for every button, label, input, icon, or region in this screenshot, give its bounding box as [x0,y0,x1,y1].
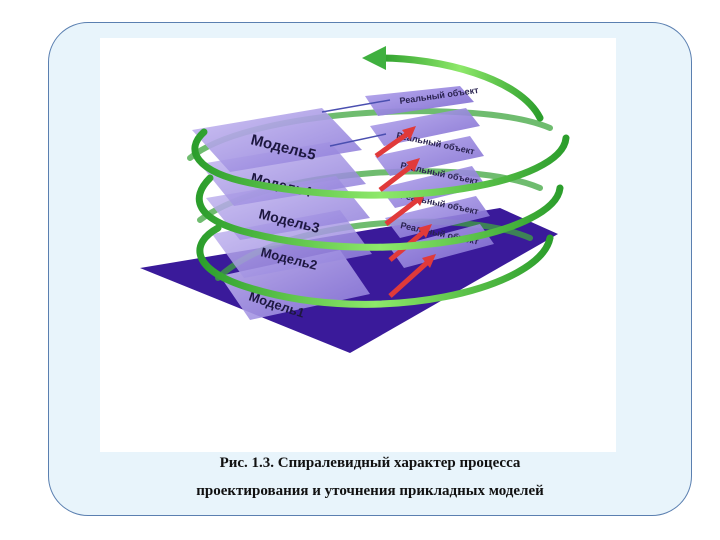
spiral-model-figure: Модель1 Модель2 Модель3 Модель4 Модель5 … [100,38,616,452]
spiral-arrowhead [362,46,386,70]
green-spiral [191,46,570,308]
model-connectors [321,99,391,147]
spiral-diagram: Модель1 Модель2 Модель3 Модель4 Модель5 … [140,46,570,353]
model-plate-5: Модель5 [192,108,362,172]
figure-caption-line-2: проектирования и уточнения прикладных мо… [196,483,544,499]
figure-caption-line-1: Рис. 1.3. Спиралевидный характер процесс… [219,455,521,471]
red-arrows [374,126,436,298]
